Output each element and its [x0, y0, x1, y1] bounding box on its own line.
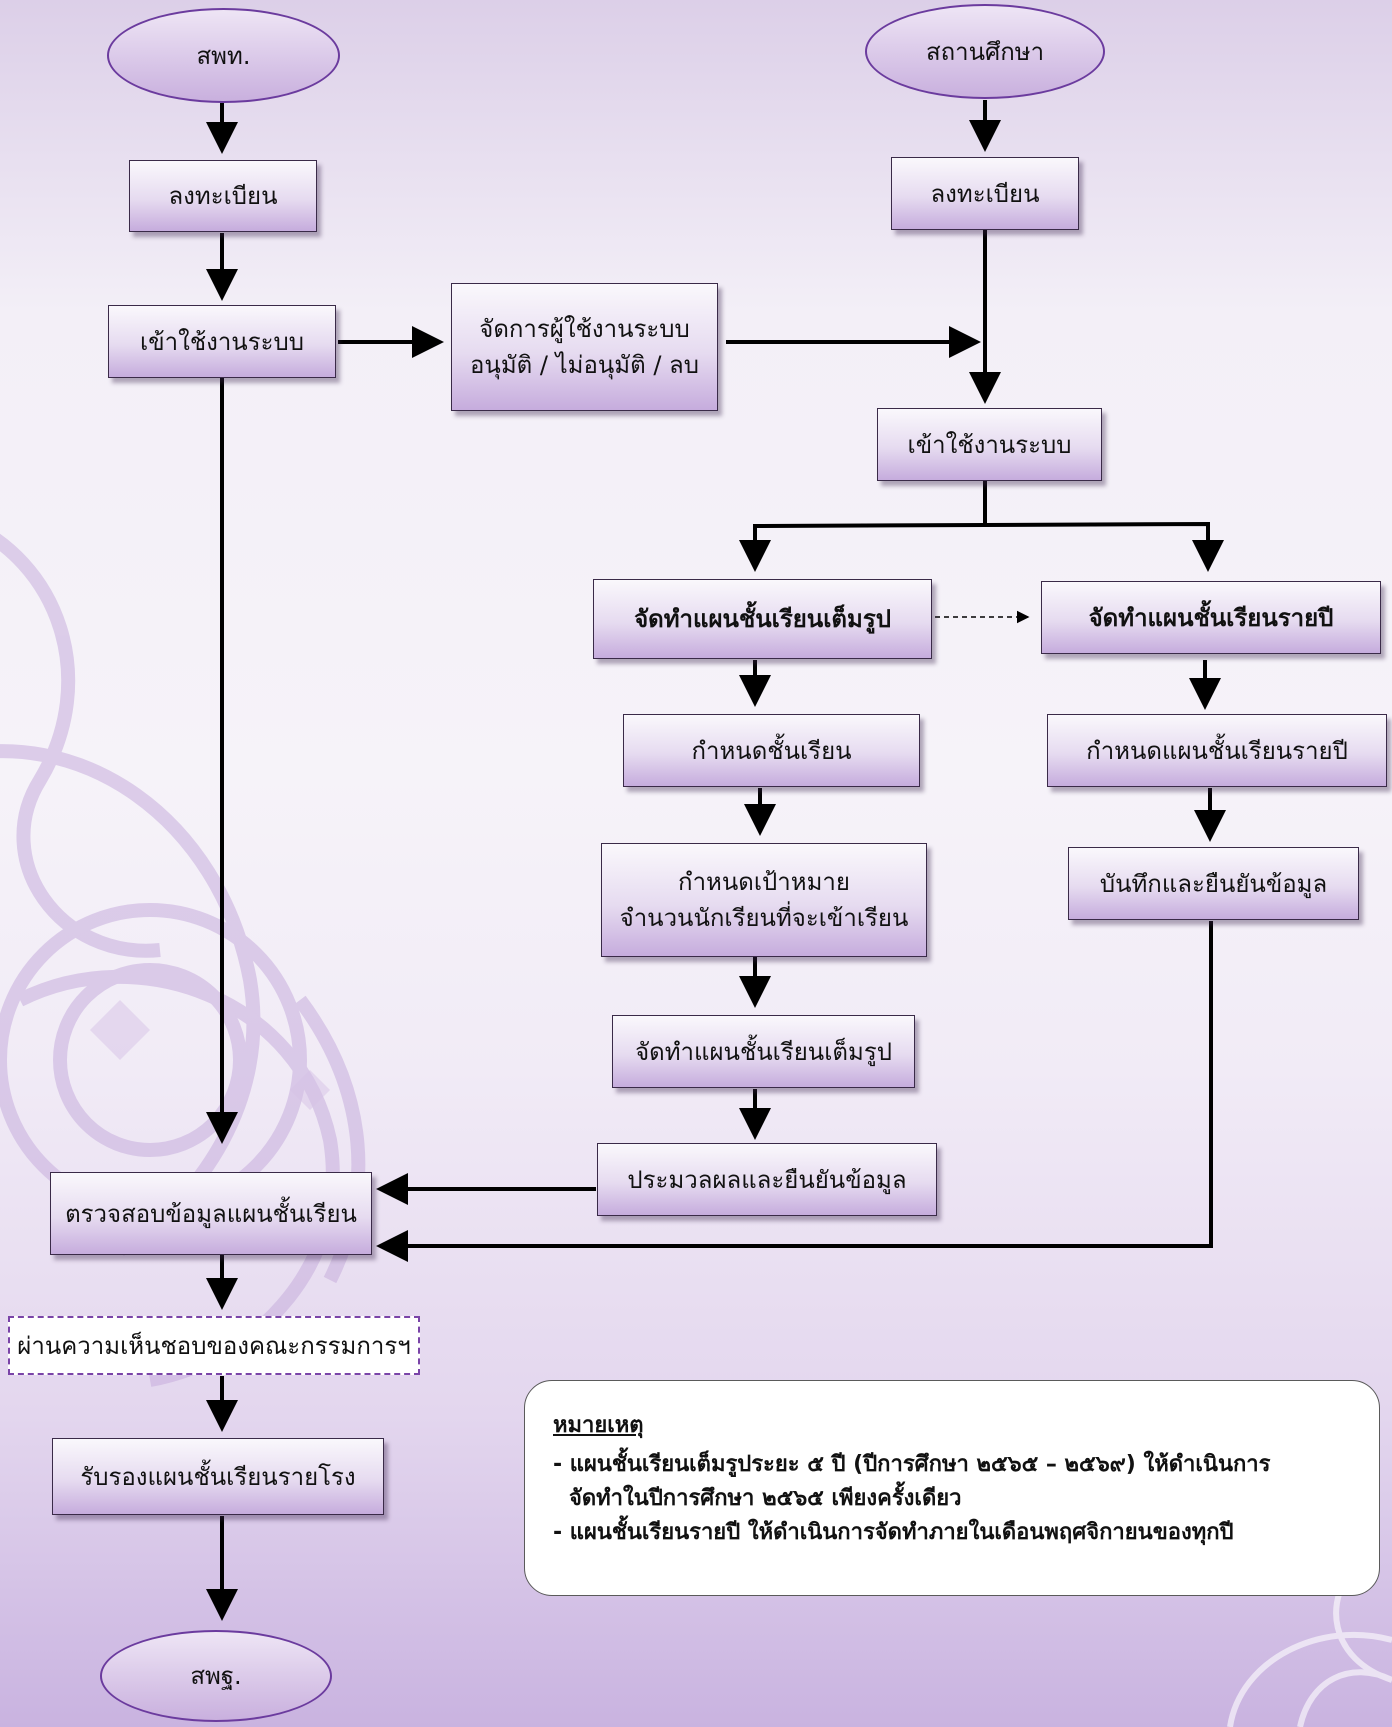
arrow-save-to-check — [376, 921, 1213, 1262]
annual-plan-header-step: จัดทำแผนชั้นเรียนรายปี — [1041, 581, 1381, 654]
save-confirm-step: บันทึกและยืนยันข้อมูล — [1068, 847, 1359, 920]
certify-plan-step: รับรองแผนชั้นเรียนรายโรง — [52, 1438, 384, 1515]
connector-branch-bar — [753, 521, 1210, 532]
process-confirm-step: ประมวลผลและยืนยันข้อมูล — [597, 1143, 937, 1216]
end-node-obec-hq: สพฐ. — [100, 1630, 332, 1722]
note-title: หมายเหตุ — [553, 1413, 644, 1438]
define-target-step: กำหนดเป้าหมาย จำนวนนักเรียนที่จะเข้าเรีย… — [601, 843, 927, 957]
obec-login-step: เข้าใช้งานระบบ — [108, 305, 336, 378]
full-plan-header-step: จัดทำแผนชั้นเรียนเต็มรูป — [593, 579, 932, 659]
manage-users-step: จัดการผู้ใช้งานระบบ อนุมัติ / ไม่อนุมัติ… — [451, 283, 718, 411]
define-annual-plan-step: กำหนดแผนชั้นเรียนรายปี — [1047, 714, 1387, 787]
school-register-step: ลงทะเบียน — [891, 157, 1079, 230]
check-plan-step: ตรวจสอบข้อมูลแผนชั้นเรียน — [50, 1172, 372, 1255]
start-node-obec: สพท. — [107, 8, 340, 103]
committee-approval-step: ผ่านความเห็นชอบของคณะกรรมการฯ — [8, 1316, 420, 1375]
make-full-plan-step: จัดทำแผนชั้นเรียนเต็มรูป — [612, 1015, 915, 1088]
note-item-full-plan: - แผนชั้นเรียนเต็มรูประยะ ๕ ปี (ปีการศึก… — [553, 1451, 1271, 1511]
obec-register-step: ลงทะเบียน — [129, 160, 317, 232]
start-node-school: สถานศึกษา — [865, 4, 1105, 99]
school-login-step: เข้าใช้งานระบบ — [877, 408, 1102, 481]
note-item-annual-plan: - แผนชั้นเรียนรายปี ให้ดำเนินการจัดทำภาย… — [553, 1519, 1234, 1545]
define-classes-step: กำหนดชั้นเรียน — [623, 714, 920, 787]
note-box: หมายเหตุ - แผนชั้นเรียนเต็มรูประยะ ๕ ปี … — [524, 1380, 1380, 1596]
